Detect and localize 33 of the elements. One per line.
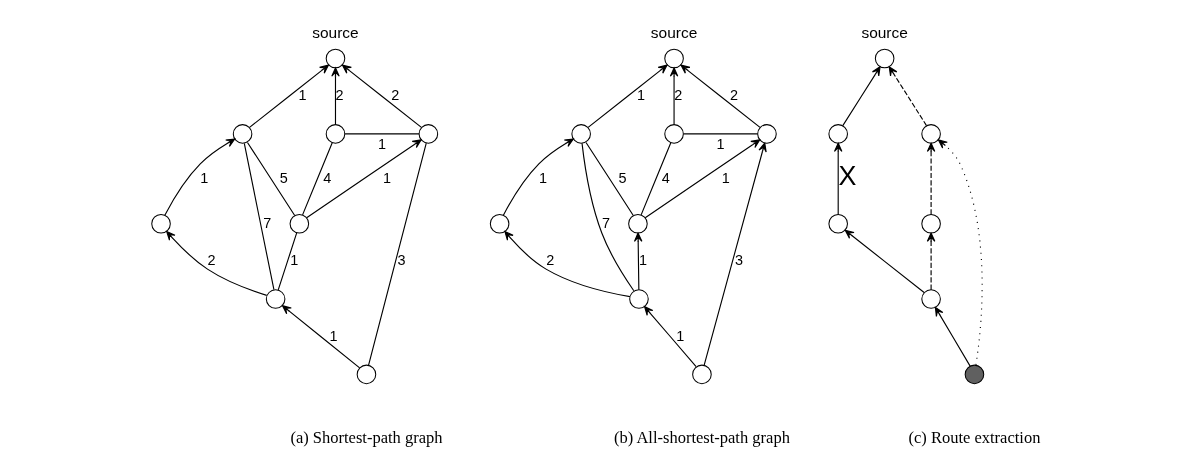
- edge-label: 1: [721, 169, 730, 186]
- edge-label: 5: [279, 169, 288, 186]
- edge-label: 2: [729, 86, 738, 103]
- edge-label: 2: [390, 86, 399, 103]
- edge-label: 7: [262, 214, 271, 231]
- edge-label: 1: [636, 86, 645, 103]
- edge-label: 1: [638, 251, 647, 268]
- edge-label: 1: [289, 251, 298, 268]
- node-label: source: [650, 23, 697, 41]
- edge-label: 4: [661, 169, 670, 186]
- node-label: source: [311, 23, 359, 41]
- label: (b) All-shortest-path graph: [613, 427, 790, 447]
- edge-label: 1: [328, 327, 337, 344]
- edge-label: 1: [377, 135, 386, 152]
- edge-label: 1: [382, 169, 391, 186]
- edge-label: 4: [322, 169, 331, 186]
- label: (c) Route extraction: [907, 427, 1040, 447]
- edge-label: 1: [538, 169, 547, 186]
- edge-label: 1: [199, 169, 208, 186]
- edge-label: 2: [673, 86, 682, 103]
- node-label: source: [860, 23, 908, 41]
- edge-label: 1: [716, 135, 725, 152]
- edge-label: 2: [335, 86, 344, 103]
- edge-label: 1: [297, 86, 306, 103]
- edge-label: 1: [675, 327, 684, 344]
- edge-label: 3: [397, 251, 406, 268]
- edge-label: 7: [601, 214, 610, 231]
- edge-label: X: [838, 160, 856, 191]
- edge-label: 5: [617, 169, 626, 186]
- edge-label: 2: [545, 251, 554, 268]
- label: (a) Shortest-path graph: [289, 427, 443, 447]
- edge-label: 3: [734, 251, 743, 268]
- edge-label: 2: [207, 251, 216, 268]
